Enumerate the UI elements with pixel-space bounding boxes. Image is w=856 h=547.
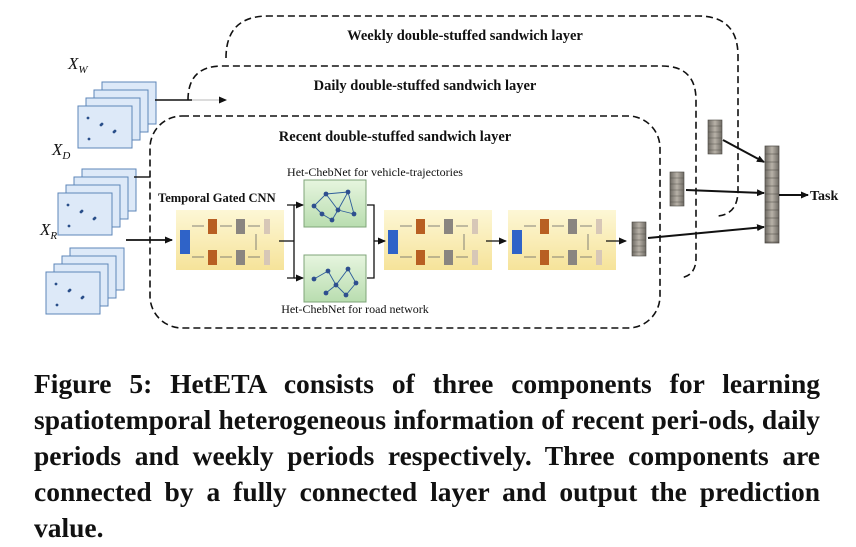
task-label: Task	[810, 189, 839, 204]
het-chebnet-vehicle-box	[303, 179, 367, 228]
daily-to-fc-arrow	[685, 189, 765, 197]
road-graph	[311, 266, 359, 298]
gated-cnn-block-1	[176, 210, 284, 270]
input-label-recent: XR	[39, 220, 57, 242]
weekly-layer-title: Weekly double-stuffed sandwich layer	[347, 28, 583, 44]
merge-bracket	[367, 204, 375, 279]
daily-layer-box	[187, 65, 697, 279]
figure-number: Figure 5:	[34, 368, 153, 399]
input-stack-recent	[45, 247, 125, 315]
fully-connected-layer	[764, 145, 780, 244]
caption-text: HetETA consists of three components for …	[34, 368, 820, 543]
weekly-output-column	[707, 119, 723, 155]
gated-cnn-block-3	[508, 210, 616, 270]
gated-cnn-block-2	[384, 210, 492, 270]
input-label-weekly: XW	[67, 54, 88, 76]
recent-layer-title: Recent double-stuffed sandwich layer	[279, 129, 512, 145]
daily-layer-title: Daily double-stuffed sandwich layer	[314, 78, 537, 94]
recent-layer-box	[149, 115, 661, 329]
hateta-architecture-diagram: Weekly double-stuffed sandwich layer Dai…	[39, 15, 839, 329]
weekly-to-fc-arrow	[722, 139, 765, 163]
figure-caption: Figure 5: HetETA consists of three compo…	[34, 366, 820, 546]
input-stack-weekly	[77, 81, 157, 149]
input-stack-daily	[57, 168, 137, 236]
recent-output-column	[631, 221, 647, 257]
daily-output-column	[669, 171, 685, 207]
temporal-gated-cnn-label: Temporal Gated CNN	[158, 191, 276, 205]
het-chebnet-road-label: Het-ChebNet for road network	[281, 302, 429, 316]
input-label-daily: XD	[51, 140, 70, 162]
vehicle-graph	[311, 189, 357, 223]
het-chebnet-vehicle-label: Het-ChebNet for vehicle-trajectories	[287, 165, 463, 179]
recent-to-fc-arrow	[647, 224, 765, 239]
weekly-layer-box	[225, 15, 739, 217]
